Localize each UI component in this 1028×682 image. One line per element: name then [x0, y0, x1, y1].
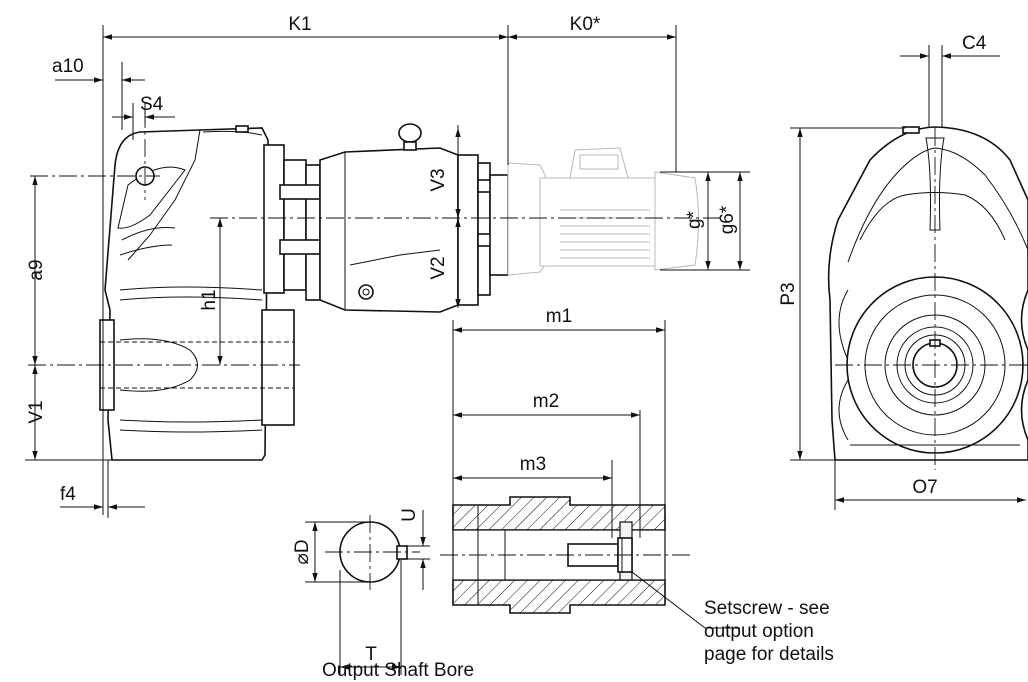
dim-label-a10: a10	[52, 56, 84, 77]
setscrew-note-line2: output option	[704, 621, 814, 642]
dim-label-k0: K0*	[570, 14, 601, 35]
gearbox-end-view	[827, 126, 1028, 470]
dim-label-m3: m3	[520, 454, 546, 475]
setscrew-callout: Setscrew - see output option page for de…	[631, 571, 834, 665]
dim-label-c4: C4	[962, 33, 987, 54]
dim-label-o7: O7	[912, 477, 937, 498]
setscrew-note-line1: Setscrew - see	[704, 598, 830, 619]
dim-f4: f4	[60, 460, 145, 518]
dim-k1-k0: K1 K0*	[102, 14, 677, 515]
dim-label-d: ⌀D	[292, 539, 313, 564]
dim-label-a9: a9	[26, 259, 47, 280]
dim-h1: h1	[199, 218, 223, 365]
dim-label-v3: V3	[428, 168, 449, 191]
dim-o7: O7	[834, 460, 1026, 510]
dim-label-m1: m1	[546, 306, 572, 327]
dim-label-t: T	[365, 644, 377, 665]
dim-a9-v1: a9 V1	[25, 176, 112, 461]
bore-profile: ⌀D U T	[292, 508, 430, 675]
dim-label-g6: g6*	[717, 205, 738, 234]
dim-label-s4: S4	[140, 94, 164, 115]
dim-m1-m3: m1 m2 m3	[452, 306, 666, 538]
dim-label-g: g*	[684, 210, 705, 229]
dim-label-v2: V2	[428, 256, 449, 279]
setscrew-note-line3: page for details	[704, 644, 834, 665]
dim-a10-s4: a10 S4	[52, 56, 175, 140]
dim-label-k1: K1	[288, 14, 311, 35]
dim-v2-v3: V3 V2	[428, 125, 461, 308]
dim-c4: C4	[900, 33, 1000, 128]
bore-cross-section	[440, 496, 690, 614]
dim-p3: P3	[778, 127, 905, 461]
dim-label-f4: f4	[60, 484, 76, 505]
motor-outline-ghost	[507, 147, 699, 276]
dim-label-p3: P3	[778, 282, 799, 305]
adapter-flange-side	[263, 123, 509, 313]
dim-label-u: U	[399, 508, 420, 522]
dim-label-h1: h1	[199, 289, 220, 310]
dim-g-g6: g* g6*	[660, 171, 750, 271]
bore-caption: Output Shaft Bore	[322, 660, 474, 681]
dim-label-m2: m2	[533, 391, 559, 412]
dim-label-v1: V1	[26, 400, 47, 423]
